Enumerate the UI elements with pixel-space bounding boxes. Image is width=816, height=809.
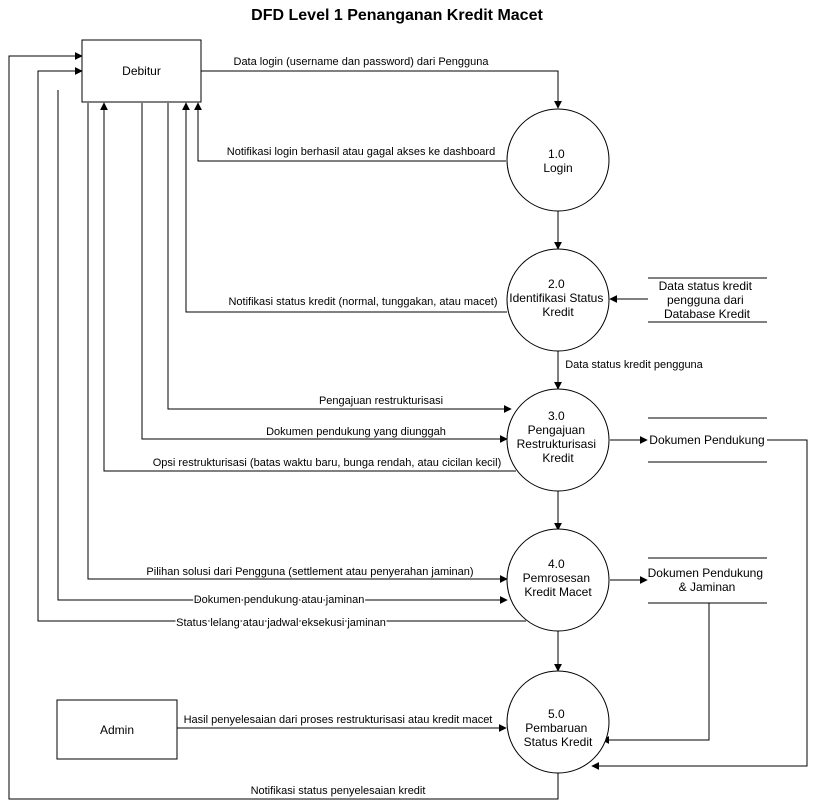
flow-line-solution-choice <box>87 103 508 583</box>
svg-text:Dokumen Pendukung & Jami: Dokumen Pendukung & Jaminan <box>648 566 767 594</box>
store-data-status-line-3: Database Kredit <box>664 307 751 321</box>
process-pembaruan-number: 5.0 <box>548 707 565 721</box>
process-identifikasi-name-2: Kredit <box>542 305 574 319</box>
flow-label-uploaded-docs: Dokumen pendukung yang diunggah <box>266 426 446 438</box>
flow-label-restructure-request: Pengajuan restrukturisasi <box>319 395 443 407</box>
flow-line-docs-collateral-to-pembaruan <box>601 603 710 744</box>
process-pengajuan-name-2: Restrukturisasi <box>517 437 596 451</box>
process-pengajuan-number: 3.0 <box>548 409 565 423</box>
process-pembaruan-name-1: Pembaruan <box>525 721 587 735</box>
process-pemrosesan-name-1: Pemrosesan <box>523 571 590 585</box>
flow-label-final-notification: Notifikasi status penyelesaian kredit <box>251 785 426 797</box>
store-data-status-line-1: Data status kredit <box>659 279 753 293</box>
process-pengajuan-name-3: Kredit <box>542 451 574 465</box>
flow-line-login-notification <box>194 102 506 162</box>
process-pemrosesan-name-2: Kredit Macet <box>524 585 592 599</box>
flow-label-restructure-options: Opsi restrukturisasi (batas waktu baru, … <box>153 457 502 469</box>
svg-text:5.0 Pembaruan Stat: 5.0 Pembaruan Status Kredit <box>524 707 593 749</box>
flow-line-restructure-request <box>167 103 512 413</box>
store-dokumen-pendukung-label: Dokumen Pendukung <box>649 433 764 447</box>
svg-text:3.0 Pengajuan Rest: 3.0 Pengajuan Restrukturisasi Kredit <box>517 409 600 465</box>
flow-line-docs-or-collateral <box>57 90 508 604</box>
process-identifikasi-status[interactable]: 2.0 Identifikasi Status Kredit <box>506 248 610 352</box>
flow-line-login-data <box>201 70 562 109</box>
flow-label-status-notification: Notifikasi status kredit (normal, tungga… <box>228 296 497 308</box>
store-dokumen-jaminan-line-2: & Jaminan <box>679 580 736 594</box>
flow-line-uploaded-docs <box>141 103 508 443</box>
process-login-name: Login <box>543 161 572 175</box>
entity-admin-label: Admin <box>100 723 134 737</box>
flow-line-restructure-options <box>100 102 516 472</box>
process-identifikasi-number: 2.0 <box>548 277 565 291</box>
process-login-number: 1.0 <box>548 147 565 161</box>
flow-label-auction-status: Status lelang atau jadwal eksekusi jamin… <box>176 617 386 629</box>
flow-label-login-notification: Notifikasi login berhasil atau gagal aks… <box>227 146 495 158</box>
process-pembaruan-name-2: Status Kredit <box>524 735 593 749</box>
process-pengajuan-restrukturisasi[interactable]: 3.0 Pengajuan Restrukturisasi Kredit <box>506 388 610 492</box>
flow-line-status-notification <box>182 102 507 313</box>
process-pengajuan-name-1: Pengajuan <box>528 423 585 437</box>
flow-line-docs-to-pembaruan <box>591 439 808 770</box>
flow-label-solution-choice: Pilihan solusi dari Pengguna (settlement… <box>146 566 473 578</box>
process-login[interactable]: 1.0 Login <box>506 108 610 212</box>
svg-text:Data status kredit pengg: Data status kredit pengguna dari Databas… <box>659 279 756 321</box>
process-pemrosesan-kredit-macet[interactable]: 4.0 Pemrosesan Kredit Macet <box>506 528 610 632</box>
diagram-title: DFD Level 1 Penanganan Kredit Macet <box>251 7 543 24</box>
process-pembaruan-status[interactable]: 5.0 Pembaruan Status Kredit <box>506 670 610 774</box>
svg-text:4.0 Pemrosesan Kre: 4.0 Pemrosesan Kredit Macet <box>523 557 594 599</box>
store-dokumen-pendukung-jaminan[interactable]: Dokumen Pendukung & Jaminan <box>648 557 767 604</box>
store-dokumen-jaminan-line-1: Dokumen Pendukung <box>648 566 763 580</box>
flow-line-auction-status <box>37 67 526 622</box>
flow-label-docs-or-collateral: Dokumen pendukung atau jaminan <box>194 594 365 606</box>
flow-label-admin-result: Hasil penyelesaian dari proses restruktu… <box>184 714 493 726</box>
store-data-status-kredit[interactable]: Data status kredit pengguna dari Databas… <box>648 277 767 323</box>
process-pemrosesan-number: 4.0 <box>548 557 565 571</box>
flow-line-final-notification <box>8 52 559 800</box>
entity-debitur[interactable]: Debitur <box>81 39 202 103</box>
entity-debitur-label: Debitur <box>122 64 161 78</box>
process-identifikasi-name-1: Identifikasi Status <box>509 291 603 305</box>
svg-text:1.0 Login: 1.0 Login <box>543 147 572 175</box>
store-dokumen-pendukung[interactable]: Dokumen Pendukung <box>648 417 767 463</box>
svg-text:2.0 Identifikasi Status: 2.0 Identifikasi Status Kredit <box>509 277 606 319</box>
entity-admin[interactable]: Admin <box>56 699 178 760</box>
flow-label-status-data: Data status kredit pengguna <box>565 359 703 371</box>
store-data-status-line-2: pengguna dari <box>667 293 744 307</box>
flow-label-login-data: Data login (username dan password) dari … <box>234 56 490 68</box>
